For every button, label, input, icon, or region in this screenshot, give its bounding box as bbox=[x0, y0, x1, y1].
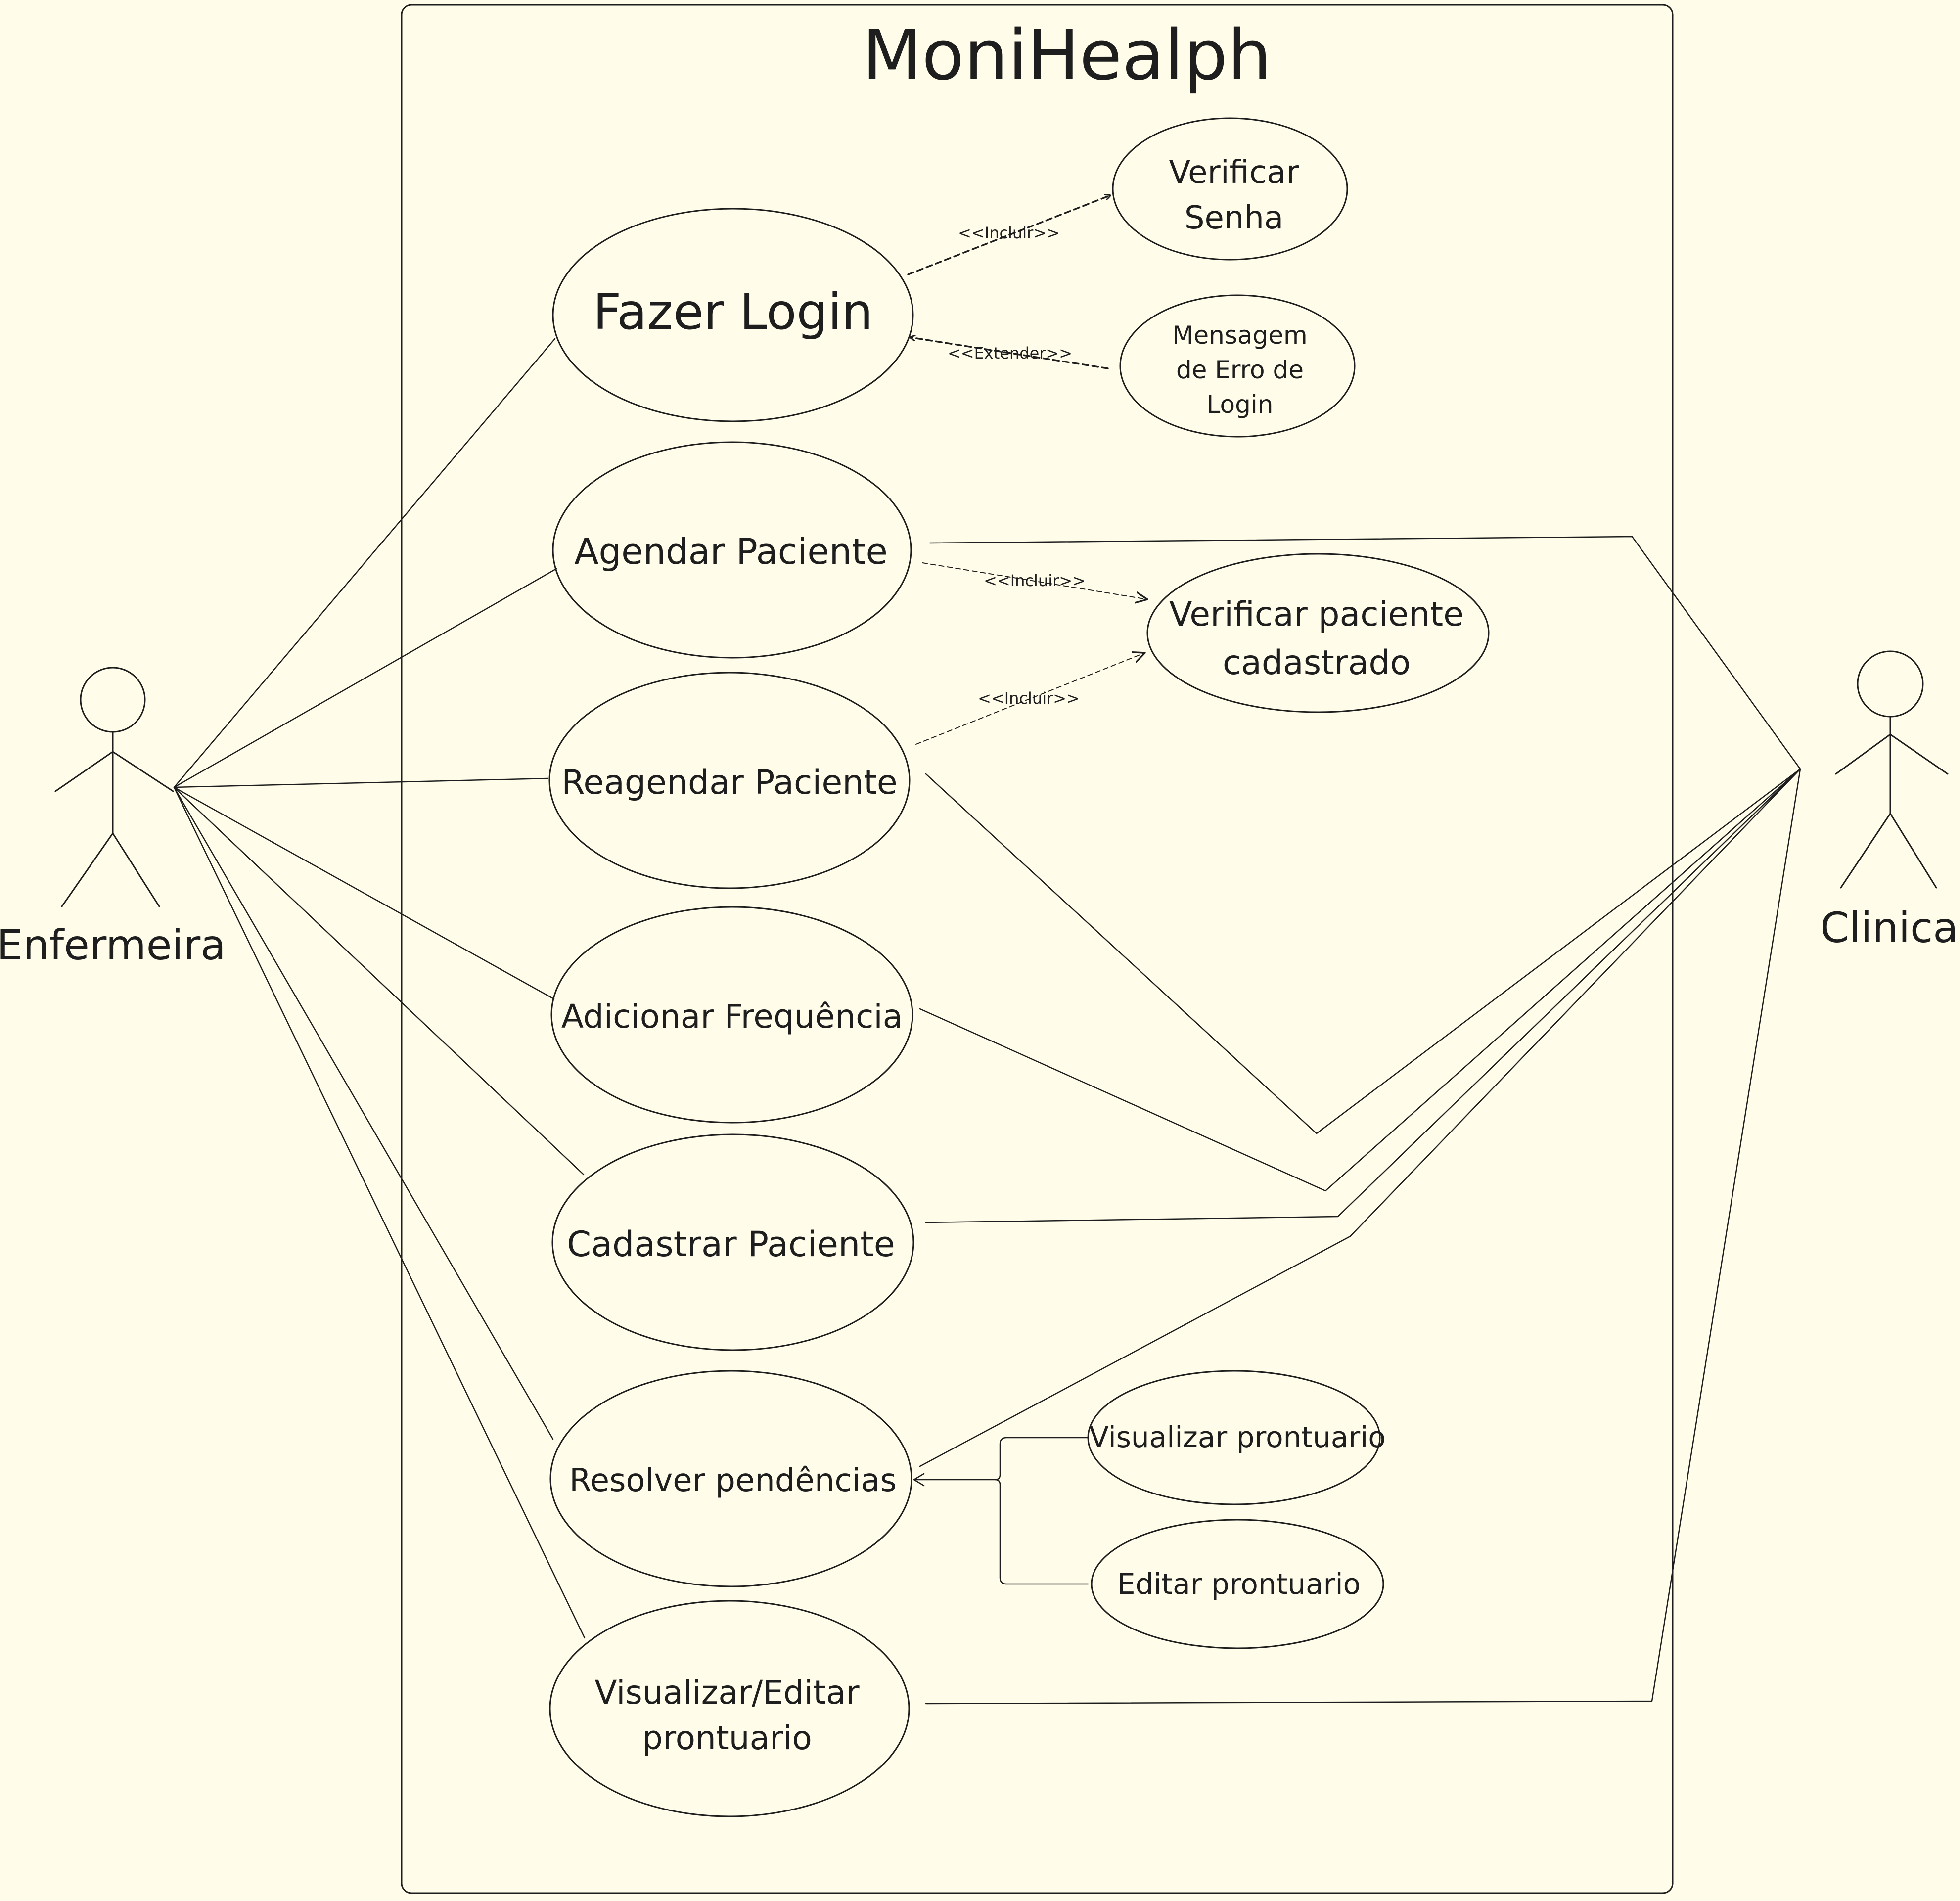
label-line: de Erro de bbox=[1176, 356, 1304, 384]
actor-clinica: Clinica bbox=[1820, 650, 1959, 952]
actor-leg-left bbox=[61, 832, 114, 907]
include-schedule-verify-patient bbox=[922, 562, 1147, 599]
clinic-associations bbox=[919, 536, 1801, 1705]
use-case-ellipse bbox=[1112, 117, 1348, 261]
assoc-nurse-view-edit bbox=[173, 786, 586, 1639]
use-case-ellipse bbox=[1091, 1519, 1384, 1649]
assoc-nurse-register bbox=[173, 786, 585, 1176]
assoc-nurse-resolve bbox=[173, 786, 554, 1440]
use-case-label: Editar prontuario bbox=[1117, 1567, 1361, 1601]
actor-label-enfermeira: Enfermeira bbox=[0, 921, 226, 969]
use-case-label: Resolver pendências bbox=[569, 1462, 897, 1499]
include-reschedule-verify-patient bbox=[915, 653, 1145, 745]
use-case-reagendar-paciente: Reagendar Paciente bbox=[548, 672, 911, 889]
label-line: Agendar Paciente bbox=[574, 531, 888, 572]
dependencies: <<Incluir>> <<Extender>> <<Incluir>> <<I… bbox=[907, 195, 1147, 745]
use-case-label: Reagendar Paciente bbox=[561, 763, 898, 802]
label-line: Reagendar Paciente bbox=[561, 763, 898, 802]
label-line: Login bbox=[1207, 390, 1274, 419]
include-label-reschedule: <<Incluir>> bbox=[978, 689, 1080, 708]
label-line: Editar prontuario bbox=[1117, 1567, 1361, 1601]
actor-arm-left bbox=[54, 751, 114, 792]
use-case-fazer-login: Fazer Login bbox=[552, 208, 914, 422]
use-case-ellipse bbox=[552, 208, 914, 422]
bracket-connector bbox=[914, 1437, 1089, 1481]
actor-label-clinica: Clinica bbox=[1820, 904, 1959, 952]
use-case-visualizar-prontuario: Visualizar prontuario bbox=[1087, 1370, 1386, 1505]
use-case-adicionar-frequencia: Adicionar Frequência bbox=[550, 906, 913, 1124]
assoc-nurse-schedule bbox=[173, 568, 557, 788]
actor-leg-right bbox=[1889, 813, 1937, 889]
label-line: Fazer Login bbox=[593, 283, 873, 341]
use-case-label: Visualizar prontuario bbox=[1089, 1420, 1386, 1454]
assoc-clinic-schedule bbox=[929, 536, 1801, 770]
use-case-mensagem-erro: Mensagem de Erro de Login bbox=[1119, 294, 1356, 438]
assoc-nurse-login bbox=[173, 338, 556, 788]
actor-head bbox=[80, 667, 146, 733]
use-case-label: Cadastrar Paciente bbox=[567, 1224, 895, 1265]
use-case-label: Mensagem de Erro de Login bbox=[1172, 321, 1308, 419]
label-line: Visualizar/Editar bbox=[594, 1674, 860, 1712]
include-label-schedule: <<Incluir>> bbox=[984, 571, 1086, 590]
use-case-ellipse bbox=[1087, 1370, 1381, 1505]
bracket-arrowhead bbox=[913, 1473, 925, 1487]
actor-arm-left bbox=[1835, 733, 1891, 775]
actor-leg-right bbox=[112, 832, 160, 907]
system-title: MoniHealph bbox=[862, 15, 1272, 96]
use-case-ellipse bbox=[549, 1370, 912, 1587]
use-case-visualizar-editar-prontuario: Visualizar/Editar prontuario bbox=[549, 1600, 910, 1817]
label-line: Verificar bbox=[1169, 154, 1299, 191]
use-case-cadastrar-paciente: Cadastrar Paciente bbox=[551, 1133, 914, 1351]
assoc-clinic-resolve bbox=[919, 768, 1801, 1467]
actor-leg-left bbox=[1840, 813, 1891, 889]
actor-head bbox=[1857, 650, 1924, 718]
use-case-label: Verificar paciente cadastrado bbox=[1169, 595, 1464, 682]
use-case-ellipse bbox=[551, 1133, 914, 1351]
label-line: Senha bbox=[1185, 200, 1283, 236]
system-boundary bbox=[401, 4, 1674, 1894]
actor-enfermeira: Enfermeira bbox=[0, 667, 226, 969]
use-case-label: Visualizar/Editar prontuario bbox=[594, 1674, 860, 1757]
assoc-clinic-register bbox=[925, 768, 1801, 1223]
extend-label-login: <<Extender>> bbox=[948, 344, 1072, 362]
use-case-ellipse bbox=[550, 906, 913, 1124]
use-case-label: Fazer Login bbox=[593, 283, 873, 341]
use-case-ellipse bbox=[549, 1600, 910, 1817]
label-line: Visualizar prontuario bbox=[1089, 1420, 1386, 1454]
include-label-login: <<Incluir>> bbox=[958, 224, 1060, 242]
actor-arm-right bbox=[112, 751, 174, 792]
assoc-clinic-reschedule bbox=[925, 768, 1801, 1134]
label-line: Cadastrar Paciente bbox=[567, 1224, 895, 1265]
nurse-associations bbox=[173, 338, 586, 1639]
extend-error-login bbox=[910, 337, 1109, 369]
use-case-ellipse bbox=[548, 672, 911, 889]
use-case-editar-prontuario: Editar prontuario bbox=[1091, 1519, 1384, 1649]
include-login-verify-password bbox=[907, 195, 1110, 275]
assoc-nurse-reschedule bbox=[173, 777, 549, 788]
label-line: Adicionar Frequência bbox=[561, 997, 903, 1036]
bracket-lower bbox=[994, 1479, 1089, 1585]
label-line: Verificar paciente bbox=[1169, 595, 1464, 634]
use-case-agendar-paciente: Agendar Paciente bbox=[552, 441, 912, 659]
use-case-label: Agendar Paciente bbox=[574, 531, 888, 572]
label-line: Resolver pendências bbox=[569, 1462, 897, 1499]
assoc-clinic-view-edit bbox=[925, 768, 1801, 1705]
use-case-verificar-paciente: Verificar paciente cadastrado bbox=[1146, 553, 1490, 713]
use-case-ellipse bbox=[552, 441, 912, 659]
use-case-ellipse bbox=[1146, 553, 1490, 713]
use-case-ellipse bbox=[1119, 294, 1356, 438]
use-case-label: Adicionar Frequência bbox=[561, 997, 903, 1036]
label-line: Mensagem bbox=[1172, 321, 1308, 350]
use-case-resolver-pendencias: Resolver pendências bbox=[549, 1370, 912, 1587]
label-line: cadastrado bbox=[1223, 643, 1411, 682]
label-line: prontuario bbox=[642, 1719, 812, 1757]
assoc-clinic-frequency bbox=[919, 768, 1801, 1192]
assoc-nurse-frequency bbox=[173, 786, 555, 1000]
resolve-bracket bbox=[913, 1437, 1089, 1585]
actor-arm-right bbox=[1889, 733, 1949, 775]
